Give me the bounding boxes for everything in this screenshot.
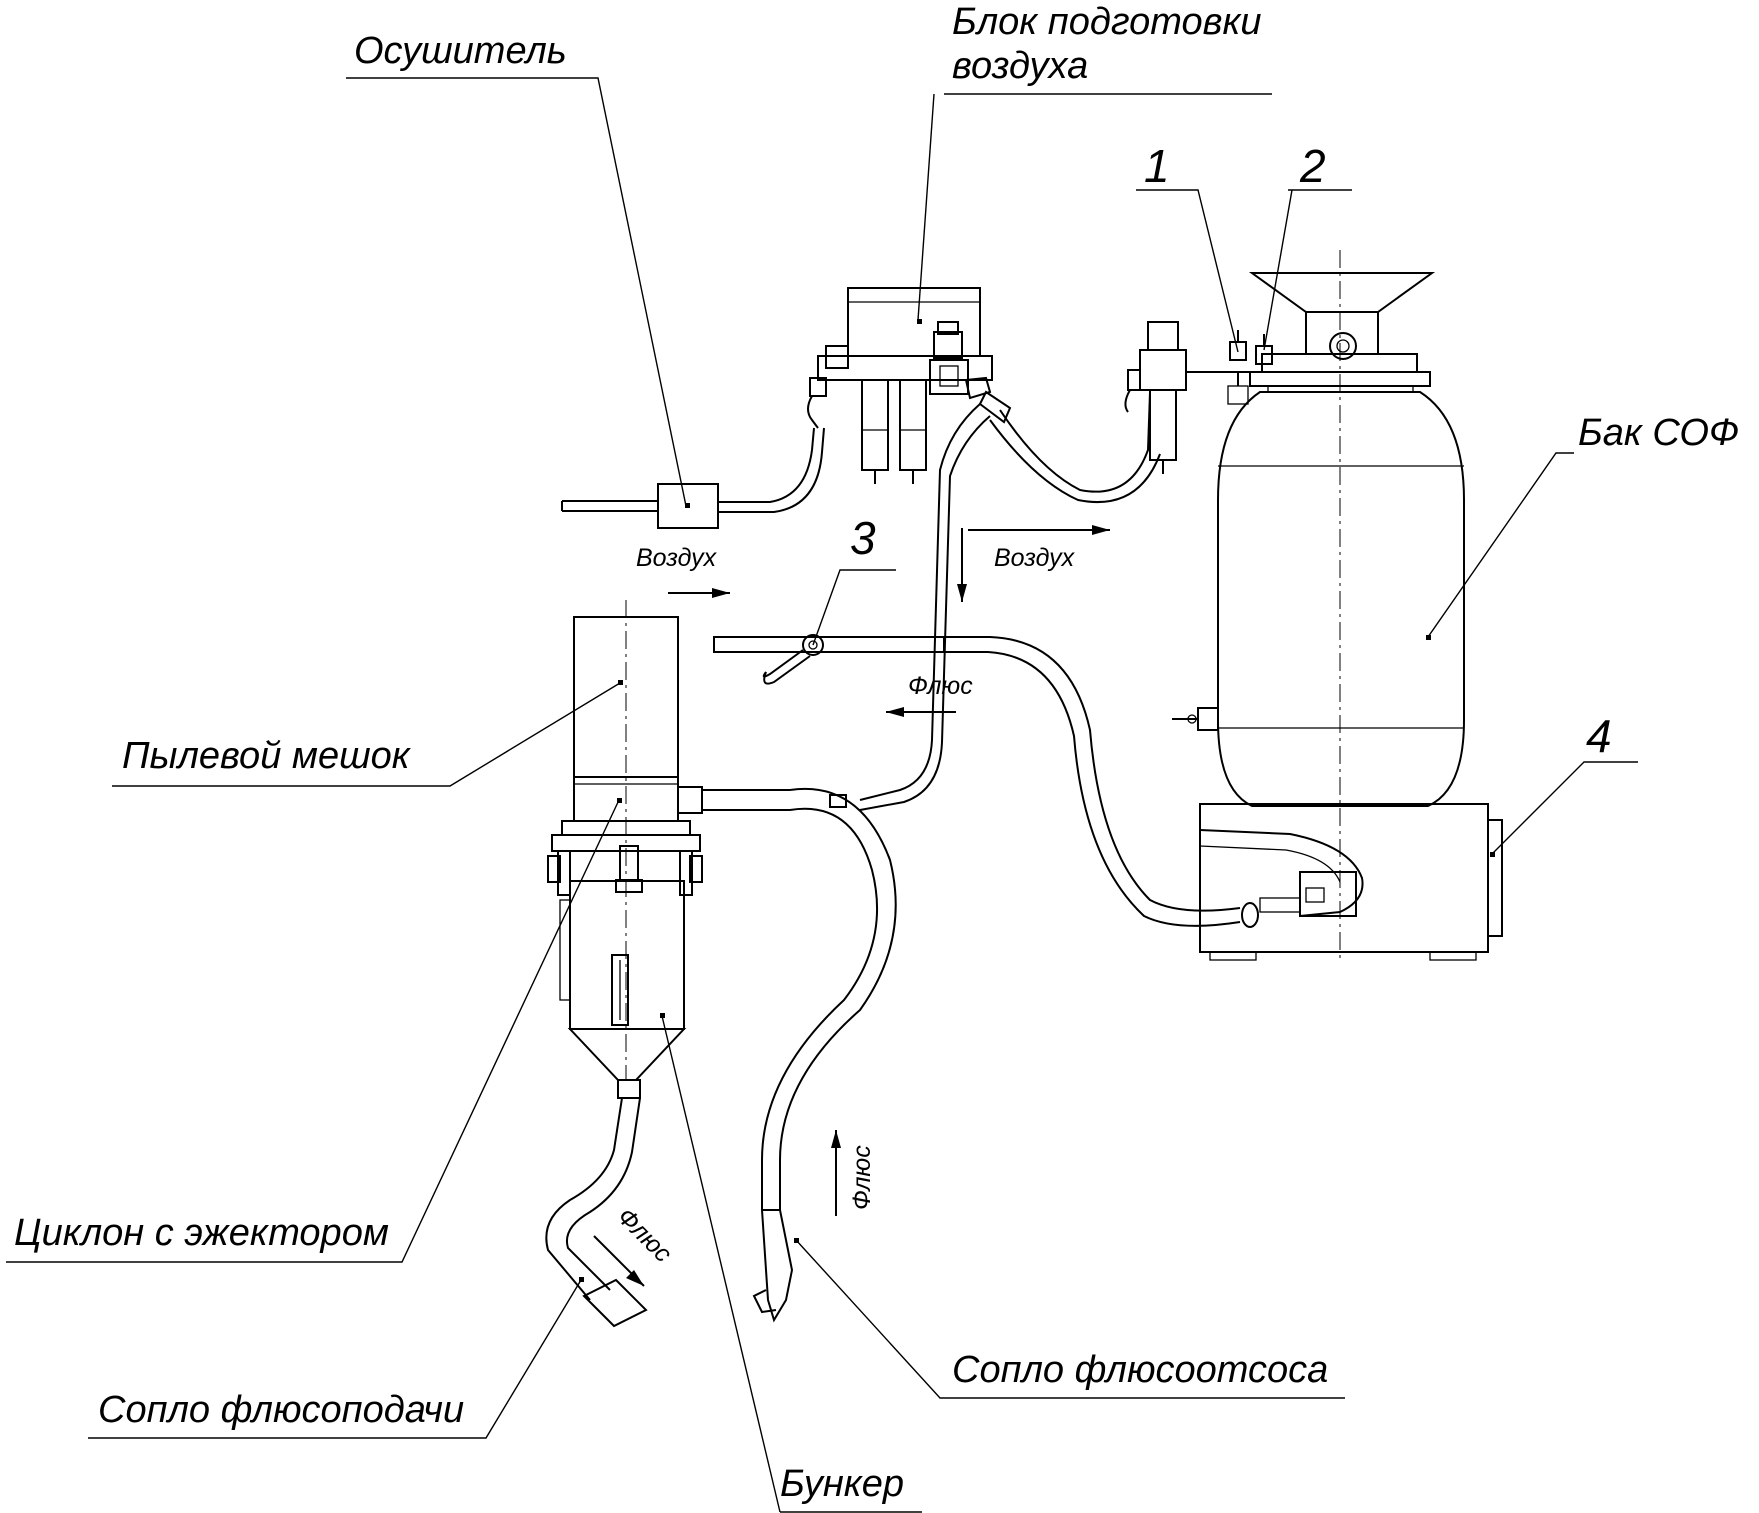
tank-marker — [1426, 635, 1431, 640]
label-number-2: 2 — [1299, 140, 1326, 192]
valve-3 — [713, 634, 945, 685]
air-preparation-unit — [807, 287, 1012, 484]
flow-label-flux-suction: Флюс — [848, 1145, 876, 1210]
air-hose-right — [999, 391, 1151, 493]
label-number-1: 1 — [1144, 140, 1170, 192]
air-hose-down — [859, 403, 981, 801]
feed-nozzle — [582, 1278, 648, 1328]
tank-sof — [1172, 250, 1465, 960]
label-feed-nozzle: Сопло флюсоподачи — [98, 1389, 464, 1431]
leader-lines — [6, 77, 1638, 1513]
label-hopper: Бункер — [780, 1463, 904, 1505]
flow-label-flux-feed: Флюс — [612, 1202, 678, 1268]
label-suction-nozzle: Сопло флюсоотсоса — [952, 1349, 1328, 1391]
label-number-3: 3 — [850, 512, 876, 564]
label-tank: Бак СОФ — [1578, 412, 1739, 454]
label-dryer: Осушитель — [354, 30, 567, 72]
cyclone-assembly — [547, 600, 790, 1099]
flux-hose-to-base — [944, 636, 1241, 912]
feed-hose — [545, 1097, 623, 1301]
regulator-valves — [1124, 321, 1273, 474]
flow-arrows — [593, 525, 1110, 1287]
label-dust-bag: Пылевой мешок — [122, 735, 412, 777]
label-number-4: 4 — [1586, 710, 1612, 762]
flow-label-air-left: Воздух — [636, 544, 718, 572]
dryer — [561, 427, 825, 529]
label-air-prep-line2: воздуха — [952, 45, 1088, 87]
suction-hose — [779, 787, 897, 1210]
label-cyclone: Циклон с эжектором — [14, 1212, 389, 1254]
suction-nozzle — [760, 1209, 794, 1323]
flow-label-air-right: Воздух — [994, 544, 1076, 572]
tank-base-unit — [1199, 803, 1503, 961]
flow-label-flux-middle: Флюс — [908, 672, 973, 700]
label-air-prep-line1: Блок подготовки — [952, 1, 1262, 43]
